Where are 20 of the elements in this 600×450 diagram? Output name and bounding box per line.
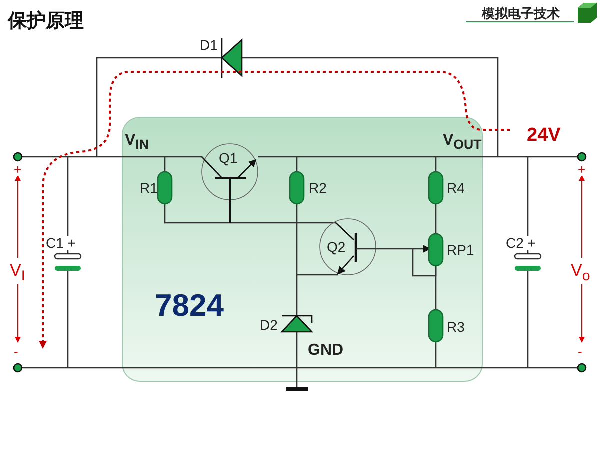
- part-label: RP1: [447, 243, 474, 257]
- part-label: R4: [447, 181, 465, 195]
- part-label: C1 +: [46, 236, 76, 250]
- slide-title: 保护原理: [8, 12, 84, 31]
- regulator-block: [122, 117, 483, 382]
- pin-label: V$_{IN}$: [125, 133, 150, 152]
- part-label: D2: [260, 318, 278, 332]
- pin-label: V$_{OUT}$: [443, 133, 482, 152]
- part-label: Q2: [327, 240, 346, 254]
- voltage-label: V$_{o}$: [571, 262, 590, 284]
- header-text: 模拟电子技术: [482, 7, 560, 20]
- voltage-label: 24V: [527, 126, 561, 145]
- part-label: D1: [200, 38, 218, 52]
- part-label: R2: [309, 181, 327, 195]
- part-label: Q1: [219, 151, 238, 165]
- part-label: R1: [140, 181, 158, 195]
- pin-label: GND: [308, 343, 344, 359]
- part-number: 7824: [155, 290, 224, 321]
- part-label: R3: [447, 320, 465, 334]
- part-label: C2 +: [506, 236, 536, 250]
